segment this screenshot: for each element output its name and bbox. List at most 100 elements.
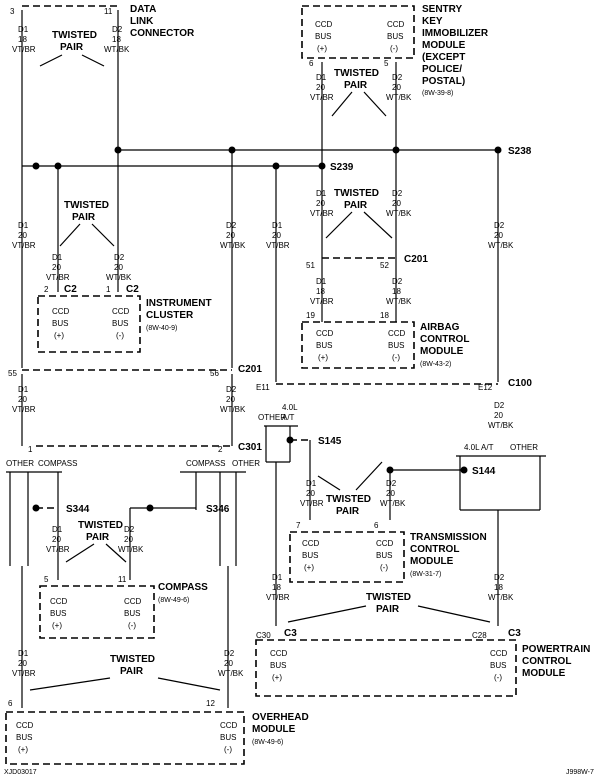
svg-text:PAIR: PAIR [120, 666, 144, 677]
svg-text:CLUSTER: CLUSTER [146, 310, 194, 321]
svg-text:TRANSMISSION: TRANSMISSION [410, 532, 487, 543]
svg-text:(+): (+) [18, 745, 28, 754]
svg-text:20: 20 [226, 395, 235, 404]
svg-text:WT/BK: WT/BK [488, 593, 514, 602]
svg-text:12: 12 [206, 699, 215, 708]
svg-text:D1: D1 [272, 221, 283, 230]
svg-text:C3: C3 [508, 628, 521, 639]
svg-text:VT/BR: VT/BR [266, 593, 290, 602]
svg-text:4.0L A/T: 4.0L A/T [464, 443, 494, 452]
svg-text:CCD: CCD [302, 539, 320, 548]
svg-text:18: 18 [380, 311, 389, 320]
svg-text:WT/BK: WT/BK [106, 273, 132, 282]
tcm-pcm-branch: OTHER 4.0LA/T S145 4.0L A/T OTHER S144 D… [255, 403, 590, 697]
svg-text:IMMOBILIZER: IMMOBILIZER [422, 28, 489, 39]
svg-text:WT/BK: WT/BK [380, 499, 406, 508]
svg-text:WT/BK: WT/BK [386, 209, 412, 218]
svg-text:CCD: CCD [124, 597, 142, 606]
svg-text:TWISTED: TWISTED [334, 68, 379, 79]
svg-text:S238: S238 [508, 146, 532, 157]
svg-text:BUS: BUS [387, 32, 403, 41]
svg-text:(8W-49-6): (8W-49-6) [252, 739, 283, 746]
svg-text:TWISTED: TWISTED [78, 520, 123, 531]
svg-text:PAIR: PAIR [344, 80, 368, 91]
svg-text:20: 20 [272, 231, 281, 240]
svg-text:D2: D2 [392, 277, 403, 286]
svg-text:20: 20 [392, 83, 401, 92]
svg-text:20: 20 [52, 535, 61, 544]
svg-text:D1: D1 [18, 221, 29, 230]
svg-text:1: 1 [106, 285, 111, 294]
svg-text:CONTROL: CONTROL [522, 656, 571, 667]
svg-text:VT/BR: VT/BR [12, 669, 36, 678]
svg-text:CCD: CCD [388, 329, 406, 338]
svg-text:D1: D1 [316, 189, 327, 198]
svg-text:POWERTRAIN: POWERTRAIN [522, 644, 590, 655]
svg-text:MODULE: MODULE [410, 556, 454, 567]
svg-text:(8W-31-7): (8W-31-7) [410, 571, 441, 578]
svg-text:20: 20 [124, 535, 133, 544]
svg-text:(+): (+) [318, 353, 328, 362]
svg-text:18: 18 [316, 287, 325, 296]
svg-text:S239: S239 [330, 162, 354, 173]
data-link-connector: 3 11 DATA LINK CONNECTOR D1 18 VT/BR D2 … [10, 4, 195, 67]
svg-text:CONTROL: CONTROL [410, 544, 459, 555]
svg-text:VT/BR: VT/BR [300, 499, 324, 508]
svg-text:E11: E11 [256, 383, 270, 392]
svg-text:VT/BR: VT/BR [12, 45, 36, 54]
svg-text:WT/BK: WT/BK [386, 93, 412, 102]
svg-text:(+): (+) [272, 673, 282, 682]
svg-text:20: 20 [316, 83, 325, 92]
svg-text:CCD: CCD [316, 329, 334, 338]
svg-text:D2: D2 [386, 479, 397, 488]
svg-text:INSTRUMENT: INSTRUMENT [146, 298, 212, 309]
svg-text:CCD: CCD [315, 20, 333, 29]
svg-text:D2: D2 [392, 73, 403, 82]
svg-text:KEY: KEY [422, 16, 443, 27]
svg-text:6: 6 [309, 59, 314, 68]
svg-text:D1: D1 [316, 73, 327, 82]
svg-text:BUS: BUS [124, 609, 140, 618]
svg-text:(+): (+) [52, 621, 62, 630]
svg-text:PAIR: PAIR [60, 42, 84, 53]
svg-text:MODULE: MODULE [522, 668, 566, 679]
svg-text:18: 18 [392, 287, 401, 296]
svg-text:5: 5 [384, 59, 389, 68]
svg-text:18: 18 [112, 35, 121, 44]
svg-text:WT/BK: WT/BK [218, 669, 244, 678]
svg-text:POLICE/: POLICE/ [422, 64, 462, 75]
svg-text:OTHER: OTHER [510, 443, 538, 452]
svg-text:TWISTED: TWISTED [366, 592, 411, 603]
svg-text:(+): (+) [304, 563, 314, 572]
svg-text:MODULE: MODULE [252, 724, 296, 735]
svg-text:S144: S144 [472, 466, 496, 477]
svg-text:BUS: BUS [270, 661, 286, 670]
svg-text:C201: C201 [404, 254, 428, 265]
svg-text:(8W-40-9): (8W-40-9) [146, 325, 177, 332]
data-link-title-3: CONNECTOR [130, 28, 195, 39]
svg-text:OTHER: OTHER [232, 459, 260, 468]
svg-text:C100: C100 [508, 378, 532, 389]
pin-3: 3 [10, 7, 15, 16]
svg-text:(-): (-) [116, 331, 124, 340]
svg-text:52: 52 [380, 261, 389, 270]
svg-text:19: 19 [306, 311, 315, 320]
svg-text:CCD: CCD [387, 20, 405, 29]
svg-text:OTHER: OTHER [258, 413, 286, 422]
svg-text:PAIR: PAIR [336, 506, 360, 517]
svg-text:20: 20 [494, 231, 503, 240]
svg-text:2: 2 [44, 285, 49, 294]
svg-text:D2: D2 [494, 573, 505, 582]
svg-text:WT/BK: WT/BK [220, 241, 246, 250]
svg-text:20: 20 [114, 263, 123, 272]
data-link-title-1: DATA [130, 4, 156, 15]
svg-text:BUS: BUS [52, 319, 68, 328]
svg-text:2: 2 [218, 445, 223, 454]
svg-text:TWISTED: TWISTED [52, 30, 97, 41]
svg-text:(EXCEPT: (EXCEPT [422, 52, 465, 63]
